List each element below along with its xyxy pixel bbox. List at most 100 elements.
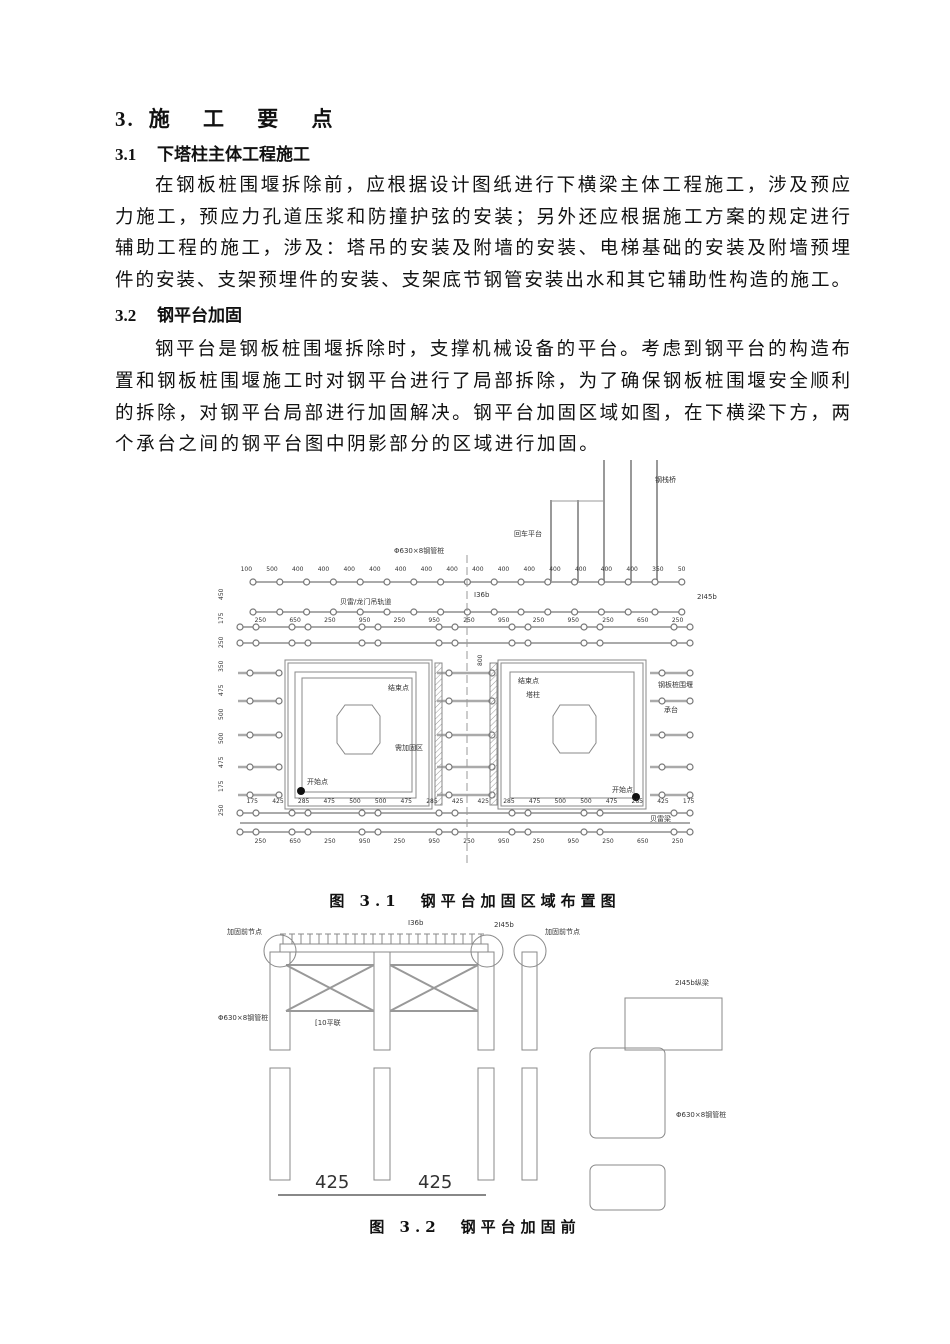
pile-circle	[597, 608, 606, 616]
dimension-label: 500	[375, 798, 387, 805]
subsection-number: 3.2	[115, 306, 137, 325]
dimension-label: 250	[463, 838, 475, 845]
pile-circle	[670, 809, 678, 817]
dim-gap: 800	[477, 654, 484, 666]
dimension-label: 650	[289, 838, 301, 845]
pile-circle	[451, 639, 459, 647]
pile-circle	[651, 578, 659, 586]
dimension-label: 650	[289, 617, 301, 624]
pile-circle	[356, 608, 364, 616]
pile-circle	[596, 828, 604, 836]
label-tower: 塔柱	[526, 690, 540, 699]
pile-circle	[678, 608, 686, 616]
pile-circle	[445, 697, 453, 705]
pile-circle	[451, 809, 459, 817]
dimension-label: 950	[568, 838, 580, 845]
pile-circle	[288, 809, 296, 817]
pile-circle	[356, 578, 364, 586]
pile-circle	[304, 639, 312, 647]
pile-circle	[435, 828, 443, 836]
dimension-label: 400	[318, 566, 330, 573]
label-track: 贝雷/龙门吊轨道	[340, 597, 391, 606]
section-number: 3.	[115, 107, 135, 131]
pile-circle	[678, 578, 686, 586]
figure-3-2-caption: 图 3.2 钢平台加固前	[369, 1218, 581, 1236]
side-dimension-label: 450	[218, 588, 225, 600]
pile-circle	[275, 791, 283, 799]
pile-circle	[275, 731, 283, 739]
label-2i45b: 2I45b	[697, 593, 717, 601]
dimension-label: 250	[463, 617, 475, 624]
pile-circle	[508, 809, 516, 817]
pile-circle	[686, 809, 694, 817]
pile-circle	[658, 669, 666, 677]
pile-circle	[445, 731, 453, 739]
pile-circle	[276, 608, 284, 616]
dimension-label: 400	[498, 566, 510, 573]
pile-circle	[524, 809, 532, 817]
label-pile-cap: 承台	[664, 705, 678, 714]
cofferdam-left	[284, 659, 433, 810]
dimension-label: 400	[395, 566, 407, 573]
pile-circle	[304, 623, 312, 631]
dimension-label: 50	[678, 566, 686, 573]
pile-circle	[252, 639, 260, 647]
dimension-label: 400	[626, 566, 638, 573]
dimension-label: 285	[503, 798, 515, 805]
label-end-point-right: 结束点	[518, 676, 539, 685]
side-dimension-label: 500	[218, 732, 225, 744]
label-trestle: 钢栈桥	[655, 475, 676, 484]
pile-circle	[435, 809, 443, 817]
start-point-right-marker	[632, 793, 640, 801]
dimension-label: 250	[255, 838, 267, 845]
paragraph-line: 钢平台是钢板桩围堰拆除时，支撑机械设备的平台。考虑到钢平台的构造布	[155, 339, 850, 360]
figure-3-1-caption: 图 3.1 钢平台加固区域布置图	[329, 892, 621, 910]
side-dimension-label: 250	[218, 804, 225, 816]
dimension-label: 400	[575, 566, 587, 573]
pile-circle	[624, 608, 632, 616]
dimension-label: 250	[394, 617, 406, 624]
dimension-label: 400	[446, 566, 458, 573]
dimension-label: 285	[426, 798, 438, 805]
tower-column-right	[552, 704, 597, 754]
pile-circle	[670, 828, 678, 836]
dimension-label: 400	[369, 566, 381, 573]
pile-circle	[358, 809, 366, 817]
label-cofferdam: 钢板桩围堰	[658, 680, 693, 689]
pile-circle	[596, 623, 604, 631]
dimension-label: 400	[421, 566, 433, 573]
dimension-label: 250	[324, 617, 336, 624]
pile-circle	[358, 623, 366, 631]
pile-circle	[275, 669, 283, 677]
dimension-label: 950	[498, 838, 510, 845]
pile-circle	[236, 623, 244, 631]
pile-circle	[236, 809, 244, 817]
pile-circle	[544, 608, 552, 616]
pile-circle	[686, 828, 694, 836]
dimension-label: 500	[580, 798, 592, 805]
pile-circle	[252, 828, 260, 836]
pile-circle	[329, 608, 337, 616]
pile-circle	[288, 623, 296, 631]
pile-circle	[303, 608, 311, 616]
cofferdam-right	[497, 659, 647, 810]
dimension-label: 350	[652, 566, 664, 573]
dimension-label: 475	[401, 798, 413, 805]
dimension-label: 500	[555, 798, 567, 805]
dimension-label: 500	[266, 566, 278, 573]
pile-circle	[246, 697, 254, 705]
pile-circle	[670, 639, 678, 647]
pile-circle	[304, 828, 312, 836]
pile-circle	[236, 828, 244, 836]
pile-circle	[596, 809, 604, 817]
label-i36b: I36b	[474, 591, 490, 599]
pile-circle	[374, 809, 382, 817]
pile-circle	[686, 697, 694, 705]
pile-circle	[670, 623, 678, 631]
dimension-label: 425	[657, 798, 669, 805]
side-dimension-label: 175	[218, 612, 225, 624]
pile-circle	[658, 791, 666, 799]
pile-circle	[580, 828, 588, 836]
pile-circle	[651, 608, 659, 616]
